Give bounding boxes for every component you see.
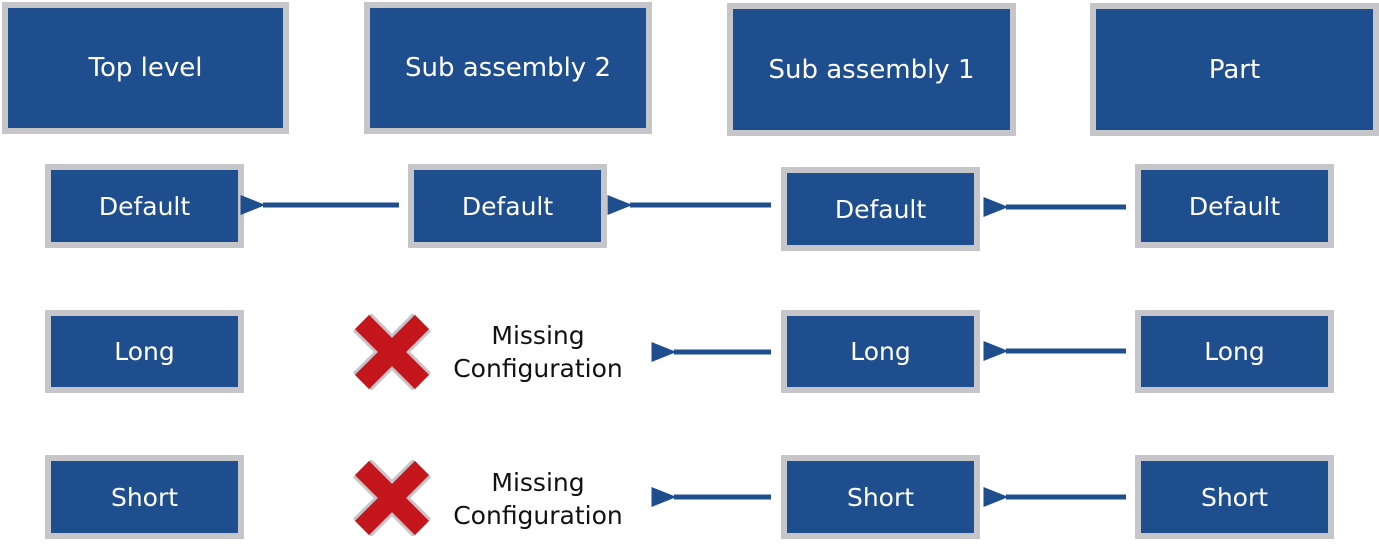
header-part: Part (1090, 3, 1379, 136)
header-sub-assembly-1: Sub assembly 1 (727, 3, 1016, 136)
sub-assembly-2-default: Default (408, 164, 607, 248)
top-level-long: Long (45, 310, 244, 393)
top-level-short: Short (45, 455, 244, 539)
part-long: Long (1135, 310, 1334, 393)
missing-text-line-1: Missing (491, 321, 585, 350)
sub-assembly-1-default: Default (781, 167, 980, 251)
missing-configuration-short: Missing Configuration (428, 466, 648, 532)
part-default: Default (1135, 164, 1334, 248)
part-short: Short (1135, 455, 1334, 539)
missing-text-line-1: Missing (491, 468, 585, 497)
red-x-icon (352, 314, 432, 390)
missing-text-line-2: Configuration (453, 501, 623, 530)
missing-text-line-2: Configuration (453, 354, 623, 383)
header-top-level: Top level (2, 2, 289, 134)
header-sub-assembly-2: Sub assembly 2 (364, 2, 652, 134)
sub-assembly-1-long: Long (781, 310, 980, 393)
sub-assembly-1-short: Short (781, 455, 980, 539)
top-level-default: Default (45, 164, 244, 248)
missing-configuration-long: Missing Configuration (428, 319, 648, 385)
red-x-icon (352, 460, 432, 536)
